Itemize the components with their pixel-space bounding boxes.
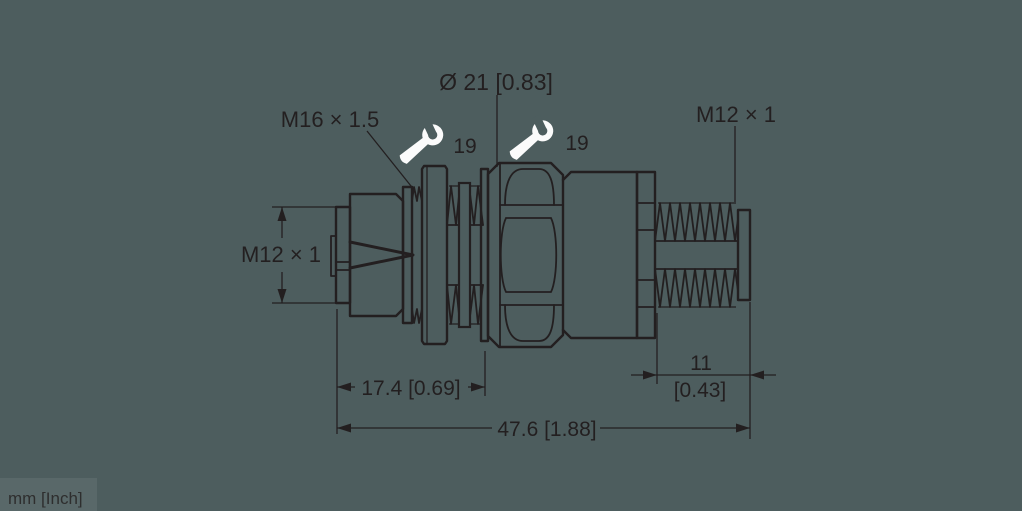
- units-box: [0, 478, 97, 511]
- lock-washer: [457, 181, 472, 329]
- m12-threads-bottom: [654, 268, 739, 308]
- dim-11-mm-label: 11: [690, 352, 712, 375]
- thread-start-bottom: [411, 308, 423, 324]
- wrench-icon: [509, 114, 554, 160]
- male-end: [561, 170, 752, 340]
- dim-11-inch-label: [0.43]: [674, 379, 727, 402]
- thread-end-tip: [736, 208, 752, 302]
- arrow-left-tip: [750, 370, 764, 380]
- arrow-right: [736, 423, 750, 433]
- arrow-left: [337, 423, 351, 433]
- m12-left-thread-label: M12 × 1: [241, 242, 321, 267]
- dim-47-6-label: 47.6 [1.88]: [497, 418, 596, 441]
- dimension-47-6: [337, 302, 751, 439]
- units-note: mm [Inch]: [8, 489, 83, 508]
- arrow-left: [337, 382, 351, 392]
- arrow-up: [277, 207, 287, 221]
- m16-thread-label: M16 × 1.5: [281, 107, 379, 132]
- wrench-icon: [399, 118, 444, 164]
- m12-right-thread-label: M12 × 1: [696, 102, 776, 127]
- thread-start-top: [411, 186, 423, 202]
- dim-17-4-label: 17.4 [0.69]: [361, 377, 460, 400]
- hex-silhouette: [486, 161, 565, 349]
- dimension-17-4: [336, 309, 486, 434]
- diameter-label: Ø 21 [0.83]: [439, 69, 553, 95]
- hex-chamfer-middle: [499, 217, 558, 293]
- washer: [401, 185, 414, 325]
- hex-chamfer-bottom: [504, 304, 555, 342]
- arrow-right-tip: [643, 370, 657, 380]
- dimension-11: [631, 313, 776, 384]
- connector-body: [330, 161, 752, 349]
- thread-collar: [635, 170, 657, 340]
- m12-threads-top: [654, 202, 739, 242]
- dimension-m12-left: [272, 206, 350, 304]
- m16-leader-line: [366, 130, 416, 192]
- wrench-size-label-1: 19: [453, 135, 476, 158]
- hex-chamfer-top: [504, 168, 555, 206]
- hex-locknut: [420, 164, 449, 346]
- arrow-down: [277, 289, 287, 303]
- hex-body: [486, 161, 565, 349]
- arrow-right: [471, 382, 485, 392]
- wrench-size-label-2: 19: [565, 132, 588, 155]
